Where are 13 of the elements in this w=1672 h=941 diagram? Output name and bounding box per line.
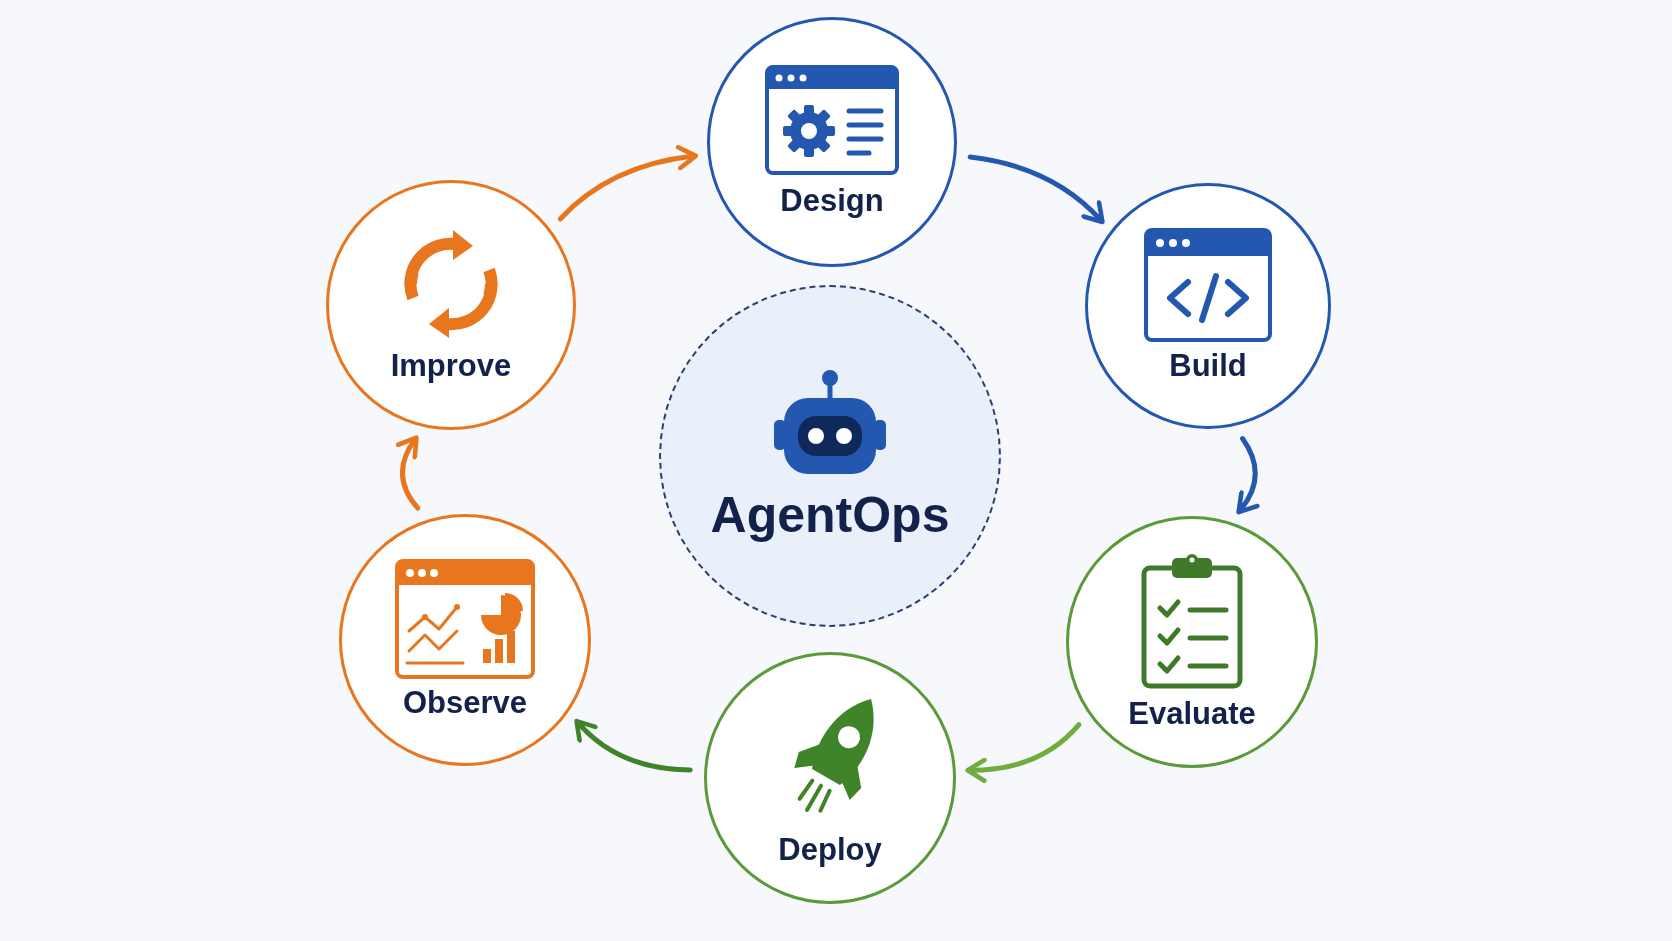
curved-arrow xyxy=(557,145,699,222)
curved-arrow xyxy=(965,722,1082,783)
curved-arrow xyxy=(574,718,693,773)
stage-label: Improve xyxy=(390,348,512,384)
stage-label: Observe xyxy=(402,685,528,721)
stage-label: Build xyxy=(1169,348,1247,384)
stage-label: Deploy xyxy=(778,832,882,868)
stage-label: Evaluate xyxy=(1128,696,1256,732)
curved-arrow xyxy=(1236,436,1260,515)
curved-arrow xyxy=(396,435,421,511)
curved-arrow xyxy=(967,154,1105,225)
stage-label: Design xyxy=(780,183,884,219)
center-title: AgentOps xyxy=(710,486,950,544)
